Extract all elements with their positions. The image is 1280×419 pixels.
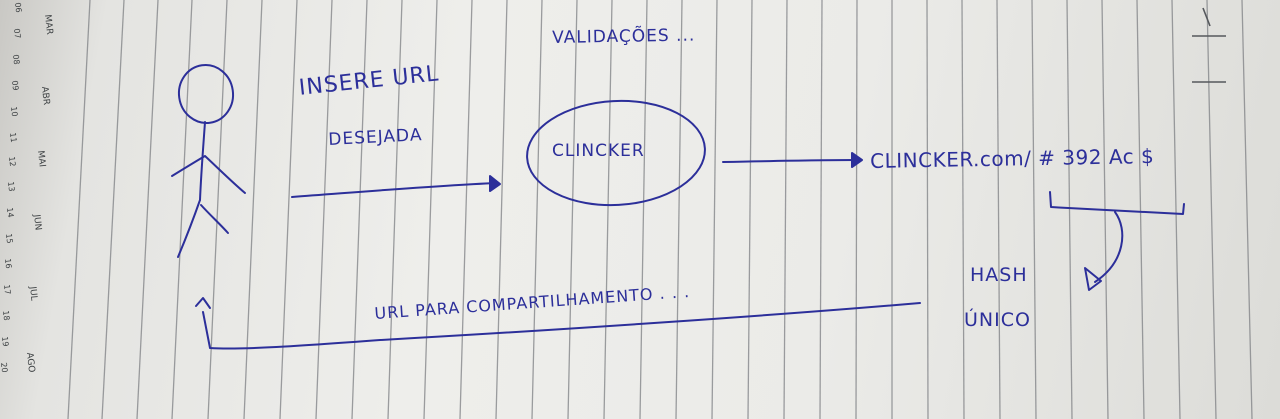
hash-pointer-arrow [1084, 211, 1124, 291]
result-url: CLINCKER.com/ # 392 Ac $ [869, 144, 1155, 173]
system-ellipse [526, 99, 706, 207]
input-arrow [291, 175, 501, 198]
stick-figure-icon [171, 64, 246, 258]
hash-bracket [1049, 191, 1185, 215]
validations-label: VALIDAÇÕES ... [551, 25, 696, 48]
output-arrow [722, 152, 863, 168]
system-label: CLINCKER [552, 141, 645, 161]
hash-label: HASH [970, 264, 1028, 286]
hash-label-line2: ÚNICO [964, 309, 1031, 331]
step1-label-line2: DESEJADA [327, 125, 423, 150]
return-arrow [195, 297, 921, 350]
